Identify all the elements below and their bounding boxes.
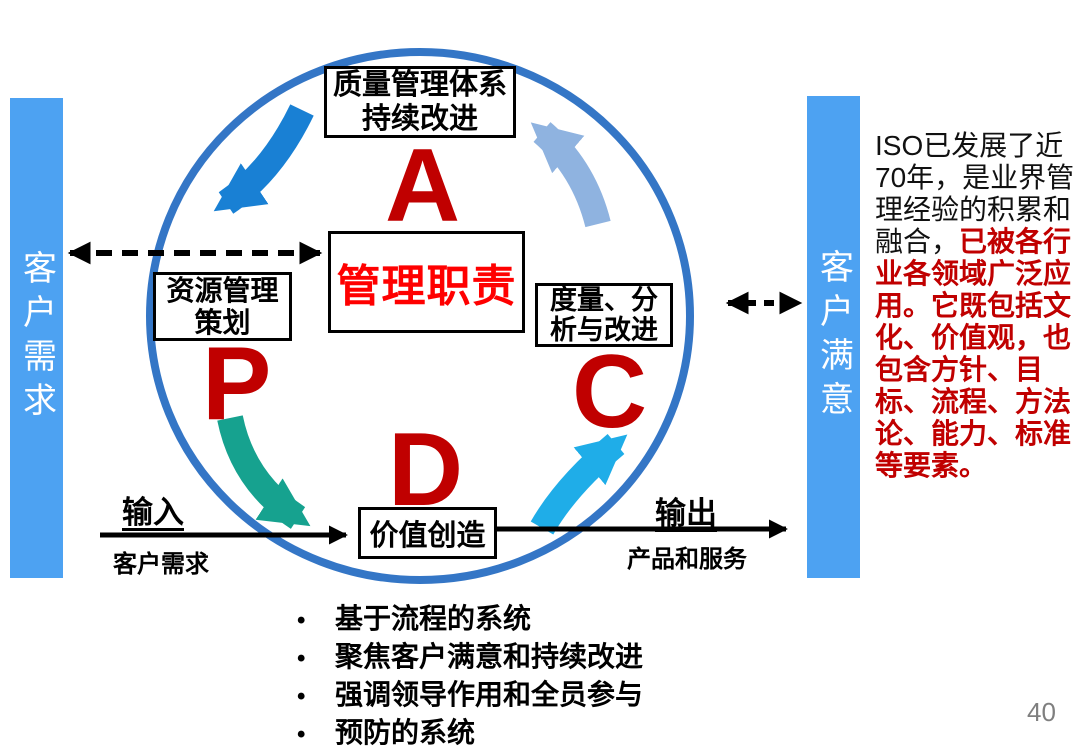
- cycle-arrow-top-left-icon: [213, 104, 314, 214]
- list-item-text: 强调领导作用和全员参与: [335, 679, 644, 710]
- resource-management-box: 资源管理 策划: [153, 272, 292, 341]
- letter-act: A: [385, 128, 461, 244]
- list-item: • 聚焦客户满意和持续改进: [297, 639, 643, 677]
- cycle-arrow-bottom-left-icon: [217, 415, 311, 529]
- letter-check: C: [572, 334, 648, 450]
- customer-needs-bar: 客户需求: [10, 98, 63, 578]
- cycle-arrow-top-right-icon: [530, 122, 611, 228]
- output-label: 输出: [655, 496, 717, 531]
- input-label: 输入: [122, 495, 184, 530]
- list-item-text: 聚焦客户满意和持续改进: [335, 641, 644, 672]
- list-item: • 基于流程的系统: [297, 601, 643, 639]
- iso-description-black: ISO已发展了近70年，是业界管理经验的积累和融合，: [875, 130, 1075, 257]
- customer-satisfaction-label: 客户满意: [814, 249, 853, 425]
- output-sublabel: 产品和服务: [627, 546, 747, 573]
- input-sublabel: 客户需求: [113, 551, 209, 578]
- list-item: • 预防的系统: [297, 715, 643, 748]
- iso-description-paragraph: ISO已发展了近70年，是业界管理经验的积累和融合，已被各行业各领域广泛应用。它…: [875, 130, 1080, 482]
- bullet-icon: •: [297, 645, 306, 672]
- bullet-icon: •: [297, 721, 306, 748]
- list-item-text: 基于流程的系统: [335, 603, 532, 634]
- value-creation-box: 价值创造: [358, 507, 497, 559]
- list-item: • 强调领导作用和全员参与: [297, 677, 643, 715]
- cycle-arrow-bottom-right-icon: [530, 434, 628, 535]
- bullet-icon: •: [297, 607, 306, 634]
- bullet-icon: •: [297, 683, 306, 710]
- customer-satisfaction-bar: 客户满意: [807, 96, 860, 578]
- list-item-text: 预防的系统: [335, 717, 476, 748]
- letter-plan: P: [202, 326, 272, 442]
- management-responsibility-box: 管理职责: [328, 231, 525, 333]
- letter-do: D: [388, 412, 464, 528]
- iso-description-red: 已被各行业各领域广泛应用。它既包括文化、价值观，也包含方针、目标、流程、方法论、…: [875, 226, 1072, 481]
- measurement-analysis-box: 度量、分 析与改进: [535, 283, 673, 347]
- page-number: 40: [1027, 697, 1056, 727]
- customer-needs-label: 客户需求: [17, 250, 56, 426]
- key-points-list: • 基于流程的系统 • 聚焦客户满意和持续改进 • 强调领导作用和全员参与 • …: [297, 601, 643, 748]
- quality-system-box: 质量管理体系 持续改进: [324, 66, 516, 138]
- pdca-circle-icon: [146, 48, 694, 584]
